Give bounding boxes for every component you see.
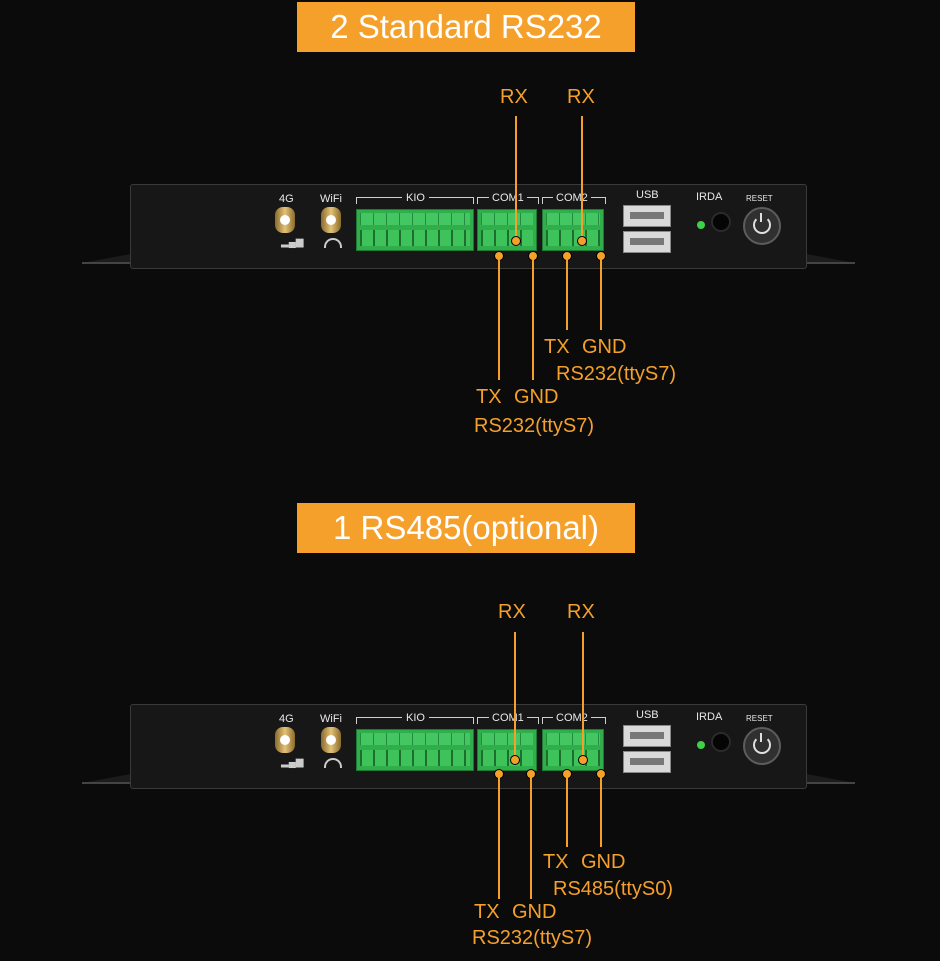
power-icon [753,733,771,754]
antenna-icon[interactable] [275,727,295,753]
signal-bars-icon: ▂▄▆ [281,757,304,768]
label-4g: 4G [279,193,294,205]
antenna-icon[interactable] [321,207,341,233]
label-kio: KIO [402,192,429,204]
device-front-panel: 4G ▂▄▆ WiFi KIO COM1 COM2 USB IRDA RESET [82,184,855,269]
label-usb: USB [636,189,659,201]
label-com2: COM2 [553,712,591,724]
irda-sensor [711,212,731,232]
gnd-label-com2: GND [581,851,626,873]
power-icon [753,213,771,234]
usb-port[interactable] [623,751,671,773]
port-label-com1: RS232(ttyS7) [472,927,593,949]
com1-terminal[interactable] [477,209,537,251]
device-front-panel: 4G ▂▄▆ WiFi KIO COM1 COM2 USB IRDA RESET [82,704,855,789]
tx-label-com2: TX [544,336,570,358]
reset-button[interactable] [743,207,781,245]
usb-port[interactable] [623,205,671,227]
signal-bars-icon: ▂▄▆ [281,237,304,248]
wifi-icon [324,238,342,248]
device-body: 4G ▂▄▆ WiFi KIO COM1 COM2 USB IRDA RESET [130,704,807,789]
antenna-icon[interactable] [275,207,295,233]
label-reset: RESET [746,714,773,723]
rx-label-com2: RX [567,601,595,623]
device-body: 4G ▂▄▆ WiFi KIO COM1 COM2 USB IRDA RESET [130,184,807,269]
usb-port[interactable] [623,231,671,253]
wifi-icon [324,758,342,768]
pin-dot [511,236,521,246]
tx-label-com1: TX [474,901,500,923]
label-irda: IRDA [696,711,723,723]
label-wifi: WiFi [320,713,342,725]
port-label-com2: RS232(ttyS7) [556,363,677,385]
pin-dot [578,755,588,765]
label-com2: COM2 [553,192,591,204]
gnd-label-com1: GND [512,901,557,923]
gnd-label-com1: GND [514,386,559,408]
pin-dot [577,236,587,246]
label-com1: COM1 [489,712,527,724]
com2-terminal[interactable] [542,209,604,251]
rx-label-com1: RX [500,86,528,108]
label-kio: KIO [402,712,429,724]
port-label-com1: RS232(ttyS7) [474,415,595,437]
port-label-com2: RS485(ttyS0) [553,878,674,900]
status-led [697,221,705,229]
reset-button[interactable] [743,727,781,765]
gnd-label-com2: GND [582,336,627,358]
rx-label-com1: RX [498,601,526,623]
label-usb: USB [636,709,659,721]
irda-sensor [711,732,731,752]
com2-terminal[interactable] [542,729,604,771]
label-reset: RESET [746,194,773,203]
label-irda: IRDA [696,191,723,203]
label-wifi: WiFi [320,193,342,205]
section-rs232: 2 Standard RS232 RX RX 4G ▂▄▆ WiFi KIO C… [0,0,940,460]
tx-label-com1: TX [476,386,502,408]
com1-terminal[interactable] [477,729,537,771]
tx-label-com2: TX [543,851,569,873]
section-banner: 1 RS485(optional) [297,503,635,553]
section-rs485: 1 RS485(optional) RX RX 4G ▂▄▆ WiFi KIO … [0,501,940,961]
label-com1: COM1 [489,192,527,204]
kio-terminal[interactable] [356,729,474,771]
pin-dot [510,755,520,765]
kio-terminal[interactable] [356,209,474,251]
rx-label-com2: RX [567,86,595,108]
label-4g: 4G [279,713,294,725]
antenna-icon[interactable] [321,727,341,753]
section-banner: 2 Standard RS232 [297,2,635,52]
usb-port[interactable] [623,725,671,747]
status-led [697,741,705,749]
